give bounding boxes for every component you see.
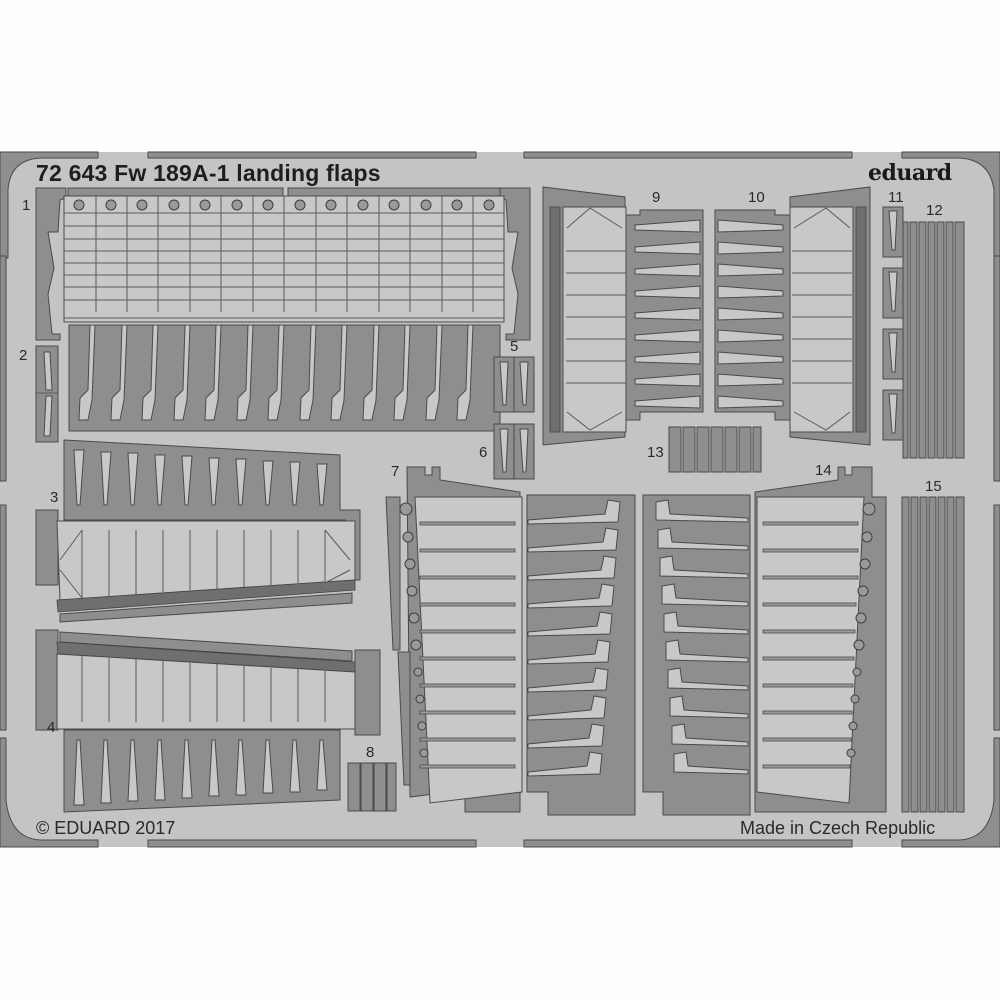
part-3-ribs: [59, 529, 351, 599]
origin-text: Made in Czech Republic: [740, 818, 936, 838]
part-8: [347, 762, 397, 812]
part-label-5: 5: [510, 338, 519, 355]
part-4: [35, 629, 381, 813]
part-3: [35, 439, 361, 623]
part-label-11: 11: [888, 189, 904, 206]
part-9: [542, 186, 704, 446]
part-3-hinges: [73, 449, 328, 506]
part-10-ribs: [717, 207, 852, 431]
part-1-ribs: [68, 324, 501, 432]
part-label-1: 1: [22, 197, 31, 214]
part-6: [493, 423, 535, 480]
sheet-title: 72 643 Fw 189A-1 landing flaps: [36, 160, 381, 186]
part-label-2: 2: [19, 347, 28, 364]
part-2: [35, 345, 59, 443]
part-label-13: 13: [647, 444, 664, 461]
part-label-10: 10: [748, 189, 765, 206]
part-12: [909, 221, 965, 459]
part-7-brackets: [527, 499, 621, 777]
part-label-7: 7: [391, 463, 400, 480]
part-4-hinges: [73, 739, 328, 806]
part-label-3: 3: [50, 489, 59, 506]
part-label-14: 14: [815, 462, 832, 479]
part-5: [493, 356, 535, 413]
part-13: [668, 426, 762, 473]
part-7-holes: [399, 502, 429, 758]
part-label-15: 15: [925, 478, 942, 495]
part-9-ribs: [566, 207, 701, 431]
part-14-holes: [846, 502, 876, 758]
part-1-grid: [64, 196, 504, 319]
part-1-holes: [73, 199, 495, 211]
part-14-brackets: [655, 499, 749, 775]
part-1: [35, 187, 531, 432]
part-15: [901, 496, 965, 813]
part-10: [714, 186, 871, 446]
part-7-ribs: [419, 521, 516, 769]
copyright-text: © EDUARD 2017: [36, 818, 176, 838]
part-11: [882, 206, 909, 459]
part-label-8: 8: [366, 744, 375, 761]
part-label-9: 9: [652, 189, 661, 206]
part-label-12: 12: [926, 202, 943, 219]
part-label-6: 6: [479, 444, 488, 461]
part-7: [385, 466, 636, 816]
part-14: [642, 466, 887, 816]
part-label-4: 4: [47, 719, 56, 736]
brand-logo: eduard: [868, 160, 952, 186]
part-14-ribs: [762, 521, 859, 769]
part-4-ribs: [81, 656, 326, 722]
